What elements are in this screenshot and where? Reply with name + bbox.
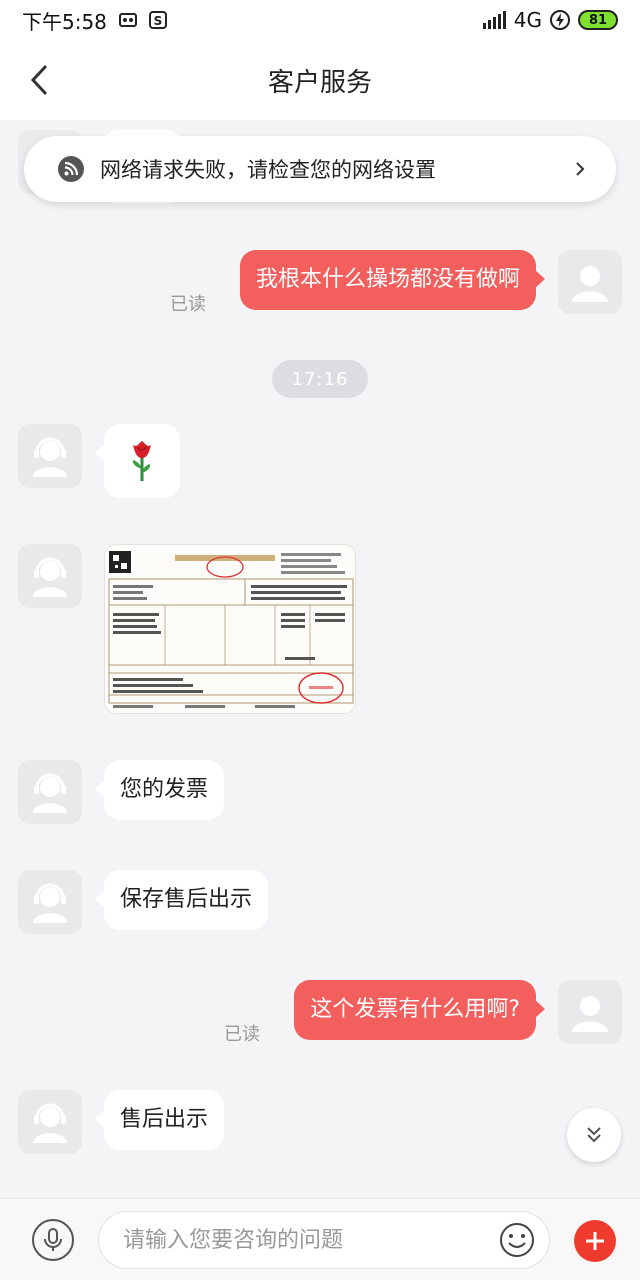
network-type: 4G [513, 8, 542, 32]
agent-headset-icon [33, 557, 67, 597]
voice-button[interactable] [32, 1219, 74, 1261]
message-text: 您的发票 [120, 777, 209, 802]
plus-icon [586, 1232, 604, 1250]
user-avatar[interactable] [558, 980, 622, 1044]
user-avatar[interactable] [558, 250, 622, 314]
agent-headset-icon [33, 773, 67, 813]
add-button[interactable] [574, 1220, 616, 1262]
double-chevron-down-icon [587, 1127, 601, 1143]
user-message-bubble[interactable]: 这个发票有什么用啊? [294, 980, 545, 1040]
header: 客户服务 [0, 40, 640, 120]
agent-avatar[interactable] [18, 870, 82, 934]
vr-glasses-icon [118, 13, 137, 27]
rss-icon [58, 156, 84, 182]
microphone-icon [44, 1228, 62, 1251]
battery-indicator: 81 [578, 10, 618, 30]
user-avatar-icon [572, 996, 608, 1032]
agent-message-bubble[interactable]: 保存售后出示 [94, 870, 269, 930]
scroll-to-bottom-button[interactable] [567, 1108, 621, 1162]
agent-message-bubble[interactable]: 售后出示 [94, 1090, 225, 1150]
invoice-graphic [105, 545, 355, 713]
agent-avatar[interactable] [18, 1090, 82, 1154]
status-time: 下午5:58 [22, 9, 107, 34]
agent-avatar[interactable] [18, 760, 82, 824]
chevron-right-icon [576, 162, 585, 176]
agent-avatar[interactable] [18, 424, 82, 488]
back-button[interactable] [18, 58, 62, 102]
page-title: 客户服务 [267, 67, 372, 98]
user-message-bubble[interactable]: 我根本什么操场都没有做啊 [239, 250, 546, 310]
sticker-bubble[interactable] [95, 424, 180, 498]
banner-text: 网络请求失败，请检查您的网络设置 [100, 158, 436, 182]
user-avatar-icon [572, 266, 608, 302]
input-bar [0, 1198, 640, 1280]
battery-level: 81 [588, 12, 608, 28]
smiley-icon [500, 1223, 534, 1257]
status-right: 4G 81 [482, 8, 618, 32]
message-text: 售后出示 [120, 1107, 209, 1132]
timestamp-pill: 17:16 [272, 360, 368, 398]
timestamp: 17:16 [291, 368, 349, 390]
emoji-button[interactable] [496, 1219, 538, 1261]
chevron-left-icon [30, 64, 48, 96]
agent-message-bubble[interactable]: 您的发票 [94, 760, 225, 820]
rose-icon [132, 441, 151, 481]
agent-avatar[interactable] [18, 544, 82, 608]
agent-headset-icon [33, 883, 67, 923]
message-text: 保存售后出示 [120, 887, 253, 912]
read-status: 已读 [224, 1024, 260, 1045]
svg-text:S: S [154, 14, 163, 28]
app-s-icon: S [148, 11, 167, 29]
read-status: 已读 [170, 294, 206, 315]
charging-icon [550, 10, 570, 30]
chat-area[interactable]: 网络请求失败，请检查您的网络设置 已读 我根本什么操场都没有做啊 17:16 [0, 120, 640, 1198]
message-text: 我根本什么操场都没有做啊 [255, 267, 520, 292]
status-left: 下午5:58 S [22, 6, 167, 35]
network-error-banner[interactable]: 网络请求失败，请检查您的网络设置 [24, 136, 616, 202]
invoice-image[interactable] [104, 544, 356, 714]
message-text: 这个发票有什么用啊? [310, 997, 520, 1022]
status-bar: 下午5:58 S 4G 81 [0, 0, 640, 40]
message-input[interactable] [98, 1211, 550, 1269]
agent-headset-icon [33, 437, 67, 477]
agent-headset-icon [33, 1103, 67, 1143]
signal-icon [482, 11, 506, 29]
